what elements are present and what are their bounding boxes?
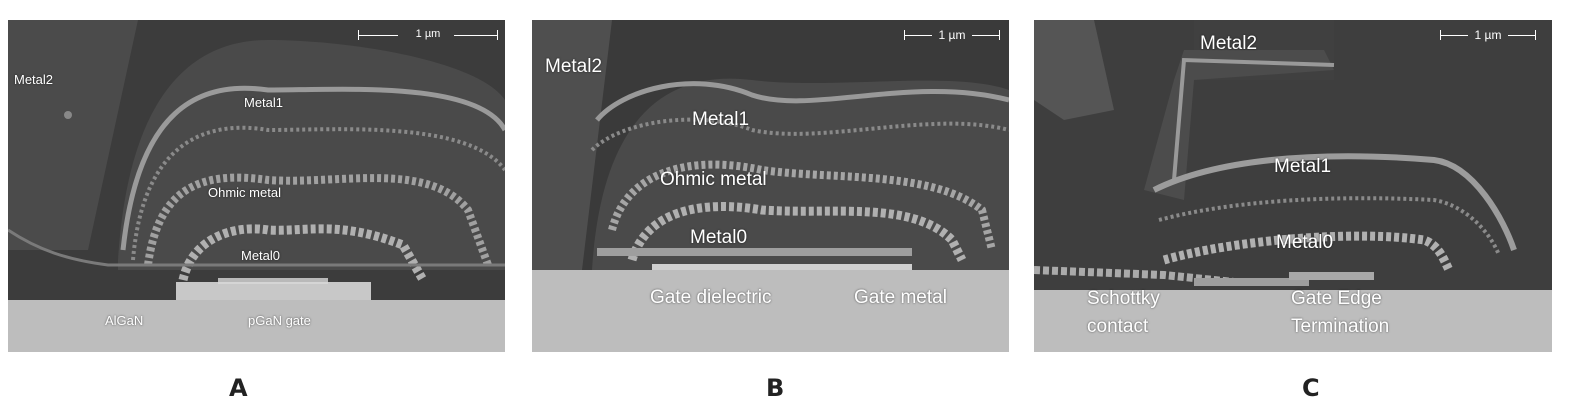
- panel-caption-c: C: [1302, 374, 1320, 402]
- sem-image-panel-b: 1 µm Metal2 Metal1 Ohmic metal Metal0 Ga…: [532, 20, 1009, 352]
- scale-bar-label: 1 µm: [415, 28, 441, 40]
- scale-bar-label: 1 µm: [1474, 28, 1502, 42]
- label-metal1: Metal1: [244, 95, 284, 110]
- scale-bar: 1 µm: [904, 28, 1000, 42]
- panel-caption-a: A: [229, 374, 248, 402]
- label-gate-dielectric: Gate dielectric: [650, 287, 772, 308]
- sem-image-panel-a: 1 µm Metal2 Metal1 Ohmic metal Metal0 Al…: [8, 20, 505, 352]
- label-pgan-gate: pGaN gate: [248, 313, 311, 328]
- label-metal1: Metal1: [692, 109, 750, 130]
- label-schottky-line2: contact: [1087, 316, 1149, 337]
- scale-bar: 1 µm: [1440, 28, 1536, 42]
- label-metal0: Metal0: [1276, 232, 1334, 253]
- label-ohmic-metal: Ohmic metal: [208, 185, 281, 200]
- sem-image-b: [532, 20, 1009, 352]
- label-schottky-line1: Schottky: [1087, 288, 1160, 309]
- label-algan: AlGaN: [105, 313, 144, 328]
- label-gate-edge-line1: Gate Edge: [1291, 288, 1382, 309]
- label-metal2: Metal2: [1200, 33, 1258, 54]
- label-metal1: Metal1: [1274, 156, 1332, 177]
- label-metal2: Metal2: [545, 56, 603, 77]
- label-ohmic-metal: Ohmic metal: [660, 169, 767, 190]
- scale-bar: 1 µm: [358, 28, 498, 42]
- label-gate-edge-line2: Termination: [1291, 316, 1390, 337]
- label-gate-metal: Gate metal: [854, 287, 947, 308]
- sem-image-a: [8, 20, 505, 352]
- scale-bar-label: 1 µm: [938, 28, 966, 42]
- sem-image-c: [1034, 20, 1552, 352]
- label-metal2: Metal2: [14, 72, 54, 87]
- sem-image-panel-c: 1 µm Metal2 Metal1 Metal0 Schottky conta…: [1034, 20, 1552, 352]
- label-metal0: Metal0: [241, 248, 281, 263]
- label-metal0: Metal0: [690, 227, 748, 248]
- panel-caption-b: B: [766, 374, 785, 402]
